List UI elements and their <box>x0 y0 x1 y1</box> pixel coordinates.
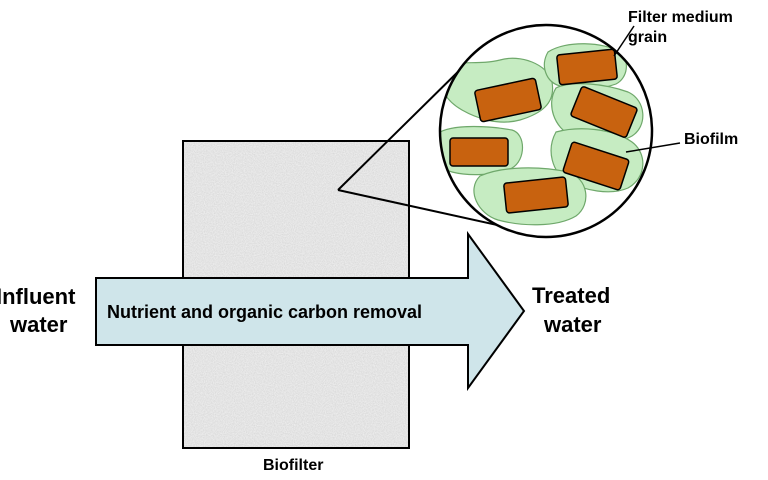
biofilm-label: Biofilm <box>684 131 738 148</box>
biofilm-leader <box>625 142 681 153</box>
influent-label-line1: Influent <box>0 284 76 309</box>
process-label: Nutrient and organic carbon removal <box>107 302 422 322</box>
magnified-view <box>438 23 654 239</box>
treated-label-line2: water <box>543 312 602 337</box>
filter-medium-label-line2: grain <box>628 29 667 46</box>
treated-label-line1: Treated <box>532 283 610 308</box>
filter-medium-label-line1: Filter medium <box>628 9 733 26</box>
biofilter-label: Biofilter <box>263 457 323 474</box>
filter-medium-leader <box>613 25 635 57</box>
influent-label-line2: water <box>9 312 68 337</box>
filter-grains <box>449 48 638 214</box>
flow-arrow <box>95 230 526 392</box>
